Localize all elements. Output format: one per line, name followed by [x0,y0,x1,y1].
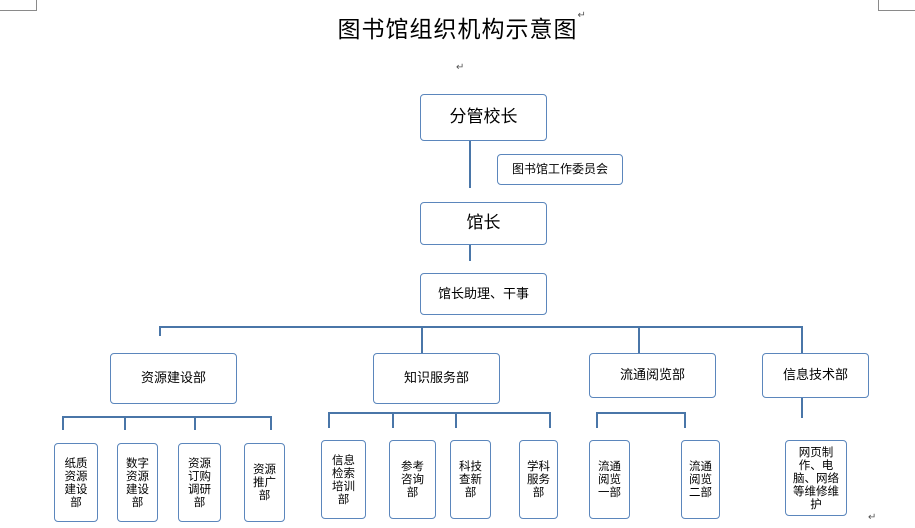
connector-line [159,326,803,328]
connector-line [421,326,423,354]
crop-mark [878,10,915,11]
connector-line [328,412,330,428]
node-director: 馆长 [420,202,547,245]
node-sub-novelty-search: 科技查新部 [450,440,491,519]
connector-line [159,326,161,336]
node-vice-principal: 分管校长 [420,94,547,141]
node-sub-circulation-2: 流通阅览二部 [681,440,720,519]
paragraph-mark: ↵ [456,62,465,73]
node-library-committee: 图书馆工作委员会 [497,154,623,185]
node-sub-circulation-1: 流通阅览一部 [589,440,630,519]
page-title: 图书馆组织机构示意图↵ [337,10,587,43]
node-dept-it: 信息技术部 [762,353,869,398]
connector-line [392,412,394,428]
node-director-assistant: 馆长助理、干事 [420,273,547,315]
connector-line [684,412,686,428]
connector-line [328,412,551,414]
connector-line [638,326,640,354]
connector-line [62,416,272,418]
connector-line [596,412,598,428]
node-sub-info-retrieval-training: 信息检索培训部 [321,440,366,519]
node-sub-purchase-research: 资源订购调研部 [178,443,221,522]
connector-line [124,416,126,430]
connector-line [194,416,196,430]
connector-line [801,326,803,354]
paragraph-mark: ↵ [868,512,877,523]
crop-mark [36,0,37,11]
node-sub-digital-resources: 数字资源建设部 [117,443,158,522]
connector-line [62,416,64,430]
connector-line [549,412,551,428]
node-dept-circulation: 流通阅览部 [589,353,716,398]
node-dept-knowledge: 知识服务部 [373,353,500,404]
node-sub-web-maintenance: 网页制作、电脑、网络等维修维护 [785,440,847,516]
node-sub-reference-consulting: 参考咨询部 [389,440,436,519]
connector-line [801,398,803,418]
connector-line [469,141,471,188]
crop-mark [878,0,879,11]
connector-line [455,412,457,428]
node-sub-paper-resources: 纸质资源建设部 [54,443,98,522]
crop-mark [0,10,36,11]
node-dept-resources: 资源建设部 [110,353,237,404]
paragraph-mark: ↵ [577,10,587,21]
connector-line [270,416,272,430]
node-sub-subject-service: 学科服务部 [519,440,558,519]
node-sub-resource-promotion: 资源推广部 [244,443,285,522]
connector-line [469,245,471,261]
connector-line [596,412,686,414]
